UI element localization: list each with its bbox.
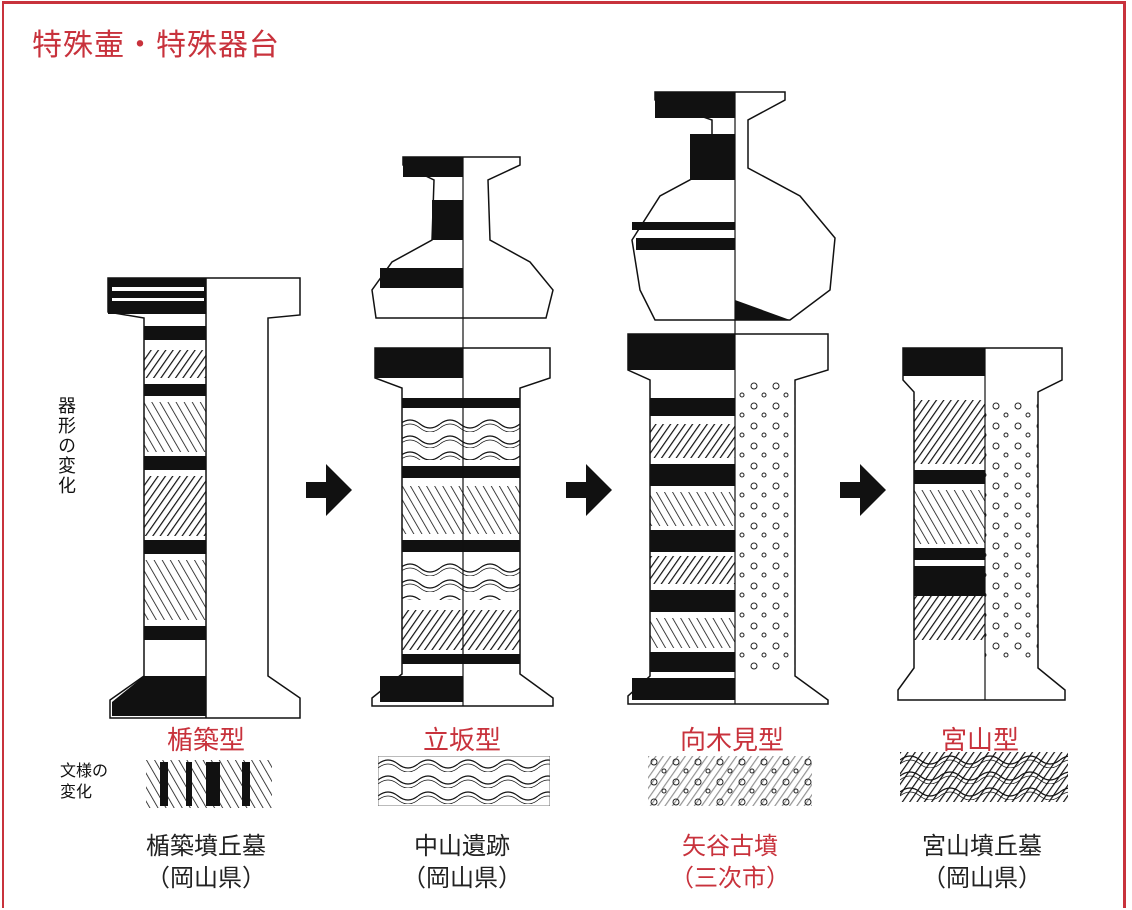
pattern-mukaigimi bbox=[648, 756, 812, 806]
site-prefecture: （岡山県） bbox=[922, 864, 1042, 892]
right-arrow-icon bbox=[566, 464, 612, 516]
site-miyayama: 宮山墳丘墓 （岡山県） bbox=[872, 830, 1092, 894]
right-arrow-icon bbox=[306, 464, 352, 516]
pattern-miyayama bbox=[900, 752, 1068, 802]
form-change-label: 器形の変化 bbox=[55, 396, 76, 496]
site-name: 宮山墳丘墓 bbox=[922, 832, 1042, 860]
site-prefecture: （岡山県） bbox=[402, 864, 522, 892]
type-label-miyayama: 宮山型 bbox=[940, 726, 1019, 756]
site-nakayama: 中山遺跡 （岡山県） bbox=[352, 830, 572, 894]
pattern-change-label: 文様の変化 bbox=[60, 761, 109, 801]
type-label-tatesaka: 立坂型 bbox=[422, 726, 501, 756]
vessel-miyayama bbox=[897, 347, 1066, 701]
pattern-tatesaka bbox=[378, 756, 550, 806]
site-yadani: 矢谷古墳 （三次市） bbox=[620, 830, 840, 894]
site-tatetsuki: 楯築墳丘墓 （岡山県） bbox=[96, 830, 316, 894]
type-label-mukaigimi: 向木見型 bbox=[679, 726, 784, 756]
right-arrow-icon bbox=[840, 464, 886, 516]
site-name: 楯築墳丘墓 bbox=[146, 832, 266, 860]
figure-title: 特殊壷・特殊器台 bbox=[32, 28, 280, 63]
site-prefecture: （三次市） bbox=[670, 864, 790, 892]
vessel-tatesaka bbox=[371, 156, 554, 707]
site-name: 中山遺跡 bbox=[414, 832, 510, 860]
site-name: 矢谷古墳 bbox=[682, 832, 778, 860]
pattern-tatetsuki bbox=[146, 760, 272, 808]
type-label-tatetsuki: 楯築型 bbox=[166, 726, 245, 756]
site-prefecture: （岡山県） bbox=[146, 864, 266, 892]
vessel-tatetsuki bbox=[107, 277, 301, 719]
vessel-mukaigimi bbox=[627, 91, 836, 705]
